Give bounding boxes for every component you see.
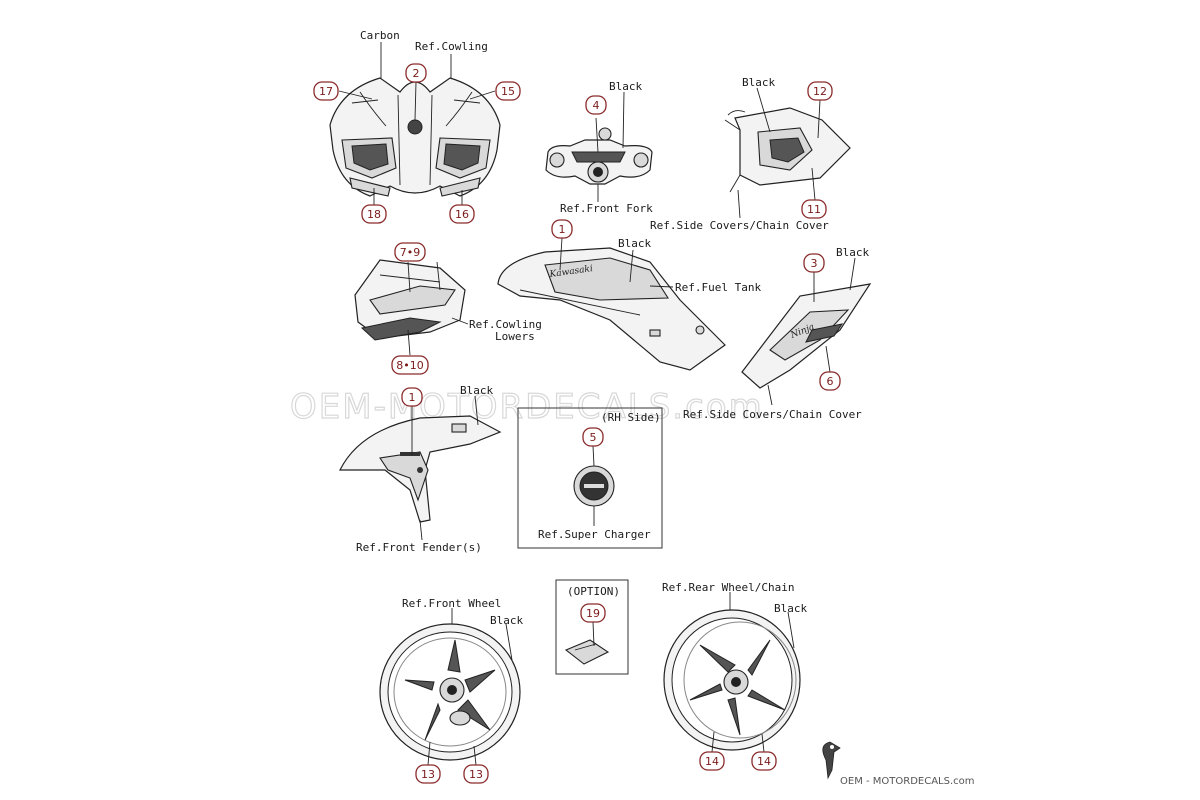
label-option: (OPTION) <box>567 585 620 598</box>
option-box <box>555 579 629 675</box>
callout-11: 11 <box>801 199 827 219</box>
super-charger-box <box>517 407 663 549</box>
svg-text:16: 16 <box>455 208 469 221</box>
label-ref-front-wheel: Ref.Front Wheel <box>402 597 501 610</box>
svg-text:7•9: 7•9 <box>400 246 421 259</box>
svg-text:8•10: 8•10 <box>396 359 423 372</box>
callout-17: 17 <box>313 81 339 101</box>
svg-text:11: 11 <box>807 203 821 216</box>
label-black-front-wheel: Black <box>490 614 523 627</box>
callout-1-fender: 1 <box>401 387 423 407</box>
fork-top-bridge <box>545 127 653 185</box>
svg-text:12: 12 <box>813 85 827 98</box>
callout-18: 18 <box>361 204 387 224</box>
callout-5: 5 <box>582 427 604 447</box>
label-black-fork: Black <box>609 80 642 93</box>
label-rh-side: (RH Side) <box>601 411 661 424</box>
side-cover: Ninja <box>741 283 872 389</box>
label-ref-side-covers-top: Ref.Side Covers/Chain Cover <box>650 219 829 232</box>
brand-mark: OEM - MOTORDECALS.com <box>822 741 975 787</box>
fuel-tank-fairing: Kawasaki <box>497 247 726 371</box>
rear-wheel <box>663 609 801 751</box>
callout-1-tank: 1 <box>551 219 573 239</box>
svg-text:15: 15 <box>501 85 515 98</box>
front-fender <box>339 415 502 523</box>
tail-cowl <box>724 107 851 193</box>
callout-4: 4 <box>585 95 607 115</box>
svg-text:13: 13 <box>469 768 483 781</box>
watermark-text: OEM-MOTORDECALS.com <box>290 387 764 427</box>
callout-15: 15 <box>495 81 521 101</box>
callout-19: 19 <box>580 603 606 623</box>
svg-text:14: 14 <box>705 755 719 768</box>
label-ref-side-covers-mid: Ref.Side Covers/Chain Cover <box>683 408 862 421</box>
option-sticker <box>564 639 610 665</box>
label-black-fender: Black <box>460 384 493 397</box>
label-carbon: Carbon <box>360 29 400 42</box>
svg-text:19: 19 <box>586 607 600 620</box>
label-ref-fuel-tank: Ref.Fuel Tank <box>675 281 761 294</box>
callout-14a: 14 <box>699 751 725 771</box>
label-black-fuel: Black <box>618 237 651 250</box>
label-black-tail: Black <box>742 76 775 89</box>
svg-text:17: 17 <box>319 85 333 98</box>
callout-2: 2 <box>405 63 427 83</box>
label-black-side: Black <box>836 246 869 259</box>
label-ref-front-fork: Ref.Front Fork <box>560 202 653 215</box>
svg-text:14: 14 <box>757 755 771 768</box>
callout-16: 16 <box>449 204 475 224</box>
callout-8-10: 8•10 <box>391 355 429 375</box>
label-ref-rear-wheel: Ref.Rear Wheel/Chain <box>662 581 794 594</box>
callout-12: 12 <box>807 81 833 101</box>
svg-text:1: 1 <box>559 223 566 236</box>
callout-14b: 14 <box>751 751 777 771</box>
label-ref-cowling-lowers-2: Lowers <box>495 330 535 343</box>
cowling-lowers <box>354 259 466 341</box>
svg-text:2: 2 <box>413 67 420 80</box>
brand-text: OEM - MOTORDECALS.com <box>840 776 975 787</box>
label-ref-super-charger: Ref.Super Charger <box>538 528 651 541</box>
svg-text:13: 13 <box>421 768 435 781</box>
svg-text:5: 5 <box>590 431 597 444</box>
callout-3: 3 <box>803 253 825 273</box>
svg-text:1: 1 <box>409 391 416 404</box>
label-ref-cowling-lowers-1: Ref.Cowling <box>469 318 542 331</box>
super-charger-cover <box>573 465 615 507</box>
svg-text:4: 4 <box>593 99 600 112</box>
label-black-rear-wheel: Black <box>774 602 807 615</box>
front-wheel <box>379 623 521 761</box>
upper-cowling <box>329 77 501 197</box>
label-ref-front-fenders: Ref.Front Fender(s) <box>356 541 482 554</box>
svg-text:6: 6 <box>827 375 834 388</box>
callout-7-9: 7•9 <box>394 242 426 262</box>
callout-13a: 13 <box>415 764 441 784</box>
label-ref-cowling: Ref.Cowling <box>415 40 488 53</box>
svg-text:3: 3 <box>811 257 818 270</box>
callout-6: 6 <box>819 371 841 391</box>
svg-text:18: 18 <box>367 208 381 221</box>
callout-13b: 13 <box>463 764 489 784</box>
bird-logo-icon <box>822 741 841 780</box>
